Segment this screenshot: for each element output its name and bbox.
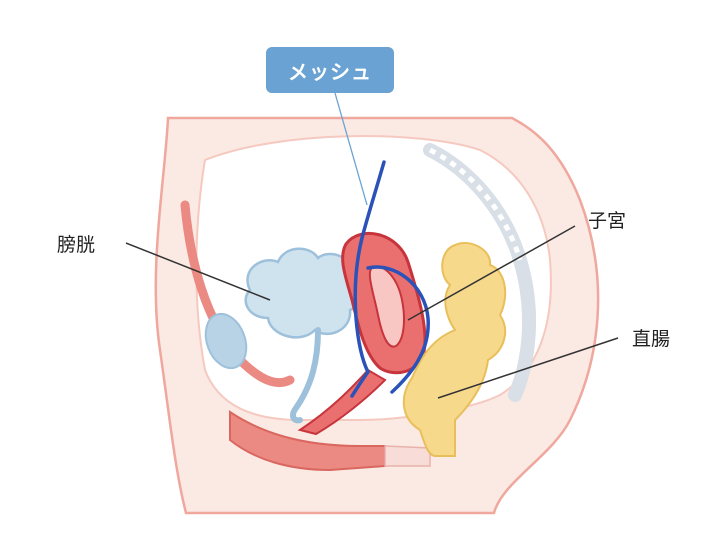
rectum: [402, 242, 507, 457]
mesh-label-badge: メッシュ: [266, 47, 394, 93]
rectum-leader-line: [437, 337, 619, 399]
mesh-leader-line: [334, 92, 368, 206]
rectum-label: 直腸: [632, 328, 671, 350]
uterus-leader-line: [407, 225, 576, 321]
uterus-label: 子宮: [588, 210, 627, 232]
bladder: [244, 247, 364, 424]
mesh-label: メッシュ: [288, 59, 372, 84]
pubic-symphysis: [204, 312, 248, 370]
bladder-leader-line: [125, 242, 271, 301]
mesh: [350, 160, 430, 398]
perineal-body: [384, 445, 431, 467]
spine: [423, 143, 537, 402]
bladder-label: 膀胱: [57, 234, 96, 256]
